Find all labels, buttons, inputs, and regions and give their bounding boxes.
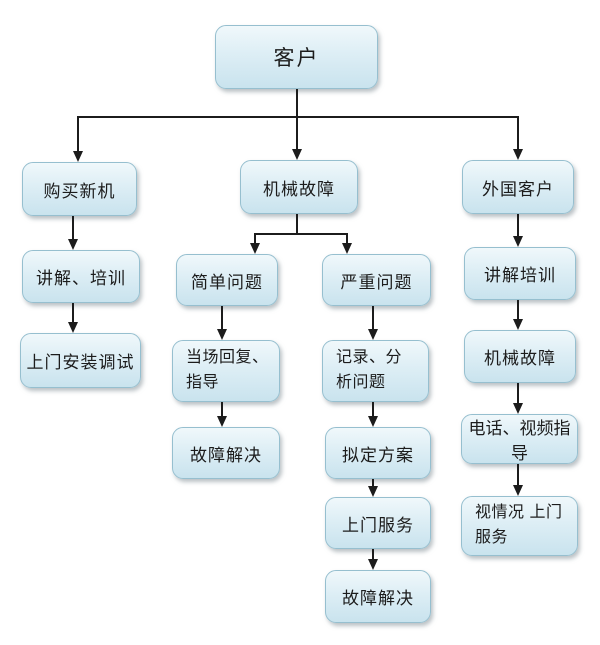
node-mechanical-failure: 机械故障 [240,160,358,214]
edge-serious-record-arrowhead [368,329,378,340]
node-draft-plan: 拟定方案 [325,427,431,479]
edge-phone-onsitecond-line [517,464,519,486]
node-fault-solved-simple: 故障解决 [172,427,280,479]
edge-to-simple-line [254,233,256,244]
edge-onspot-solved-line [221,402,223,417]
node-onsite-service-as-needed: 视情况 上门服务 [461,496,578,556]
edge-to-buy-new-arrowhead [73,151,83,162]
edge-serious-record-line [372,306,374,330]
edge-plan-onsite-line [372,479,374,487]
edge-onspot-solved-arrowhead [217,416,227,427]
edge-record-plan-line [372,402,374,417]
edge-to-buy-new-line [77,116,79,152]
node-onspot-reply-guide: 当场回复、指导 [172,340,280,402]
edge-plan-onsite-arrowhead [368,486,378,497]
edge-mech2-phone-arrowhead [513,403,523,414]
edge-to-simple-arrowhead [250,243,260,254]
edge-to-serious-line [346,233,348,244]
edge-record-plan-arrowhead [368,416,378,427]
edge-foreign-explain-arrowhead [513,236,523,247]
edge-mech2-phone-line [517,383,519,404]
node-fault-solved-serious: 故障解决 [325,570,431,623]
edge-to-serious-arrowhead [342,243,352,254]
edge-to-foreign-arrowhead [513,149,523,160]
edge-explain-mech2-arrowhead [513,319,523,330]
edge-onsite-solved-line [372,549,374,560]
edge-mechfault-split-stem [296,214,298,234]
edge-buynew-explain-arrowhead [68,239,78,250]
node-mechanical-failure-foreign: 机械故障 [464,330,576,383]
node-customer: 客户 [215,25,378,89]
node-foreign-customer: 外国客户 [462,160,574,214]
edge-foreign-explain-line [517,214,519,237]
edge-buynew-explain-line [72,216,74,240]
edge-mechfault-split-crossbar [255,233,348,235]
node-serious-problem: 严重问题 [322,254,431,306]
node-onsite-service: 上门服务 [325,497,431,549]
edge-phone-onsitecond-arrowhead [513,485,523,496]
edge-explain-install-line [72,303,74,323]
edge-to-mech-fault-line [296,116,298,150]
node-simple-problem: 简单问题 [176,254,278,306]
node-explain-training: 讲解培训 [464,247,576,300]
edge-simple-onspot-arrowhead [217,329,227,340]
edge-to-foreign-line [517,116,519,150]
edge-explain-install-arrowhead [68,322,78,333]
node-buy-new-machine: 购买新机 [22,162,137,216]
edge-simple-onspot-line [221,306,223,330]
node-record-analyze-problem: 记录、分析问题 [322,340,429,402]
node-phone-video-guide: 电话、视频指导 [461,414,578,464]
edge-explain-mech2-line [517,300,519,320]
edge-customer-stem [296,89,298,117]
edge-to-mech-fault-arrowhead [292,149,302,160]
edge-customer-crossbar [78,116,519,118]
node-onsite-install-debug: 上门安装调试 [20,333,141,388]
edge-onsite-solved-arrowhead [368,559,378,570]
node-explain-training-pause: 讲解、培训 [22,250,140,303]
